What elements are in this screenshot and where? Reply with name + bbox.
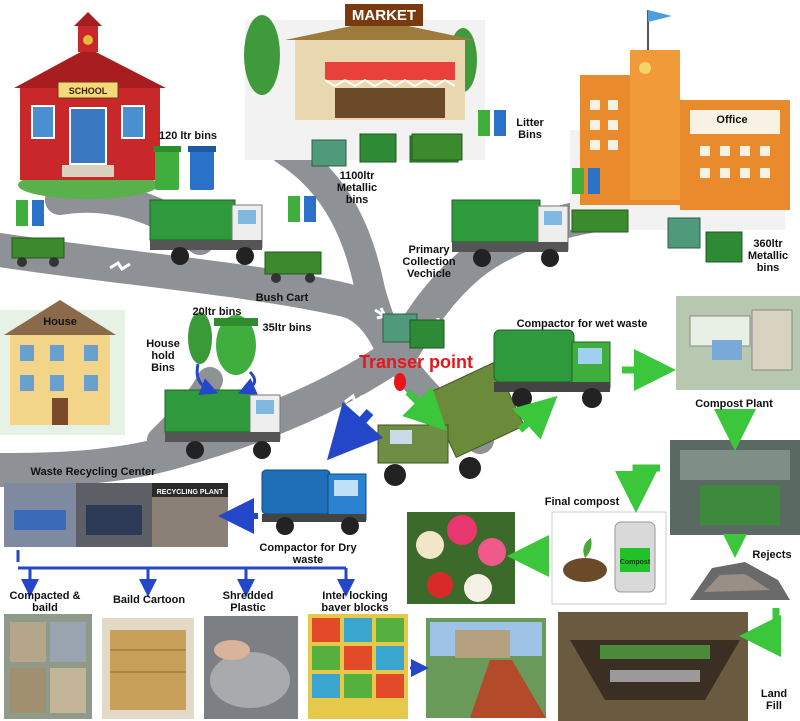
label-35ltr-bins: 35ltr bins	[262, 322, 312, 334]
label-office: Office	[716, 114, 748, 126]
green-arrow-to-wet-compactor	[512, 395, 558, 440]
label-compactor-dry-waste: Compactor for Dry waste	[259, 542, 357, 566]
baild-cartoon-image	[102, 618, 194, 719]
transfer-point-bins	[382, 313, 445, 349]
bush-cart-market	[411, 133, 463, 161]
label-waste-recycling-center: Waste Recycling Center	[30, 466, 156, 478]
label-shredded-plastic: Shredded Plastic	[222, 590, 274, 614]
primary-collection-vehicle-right	[451, 199, 569, 267]
litter-bins-office	[572, 168, 600, 194]
label-baild-cartoon: Baild Cartoon	[112, 594, 186, 606]
school-sign: SCHOOL	[69, 86, 108, 96]
label-bush-cart: Bush Cart	[255, 292, 309, 304]
compacted-bales-image	[4, 614, 92, 719]
label-20ltr-bins: 20ltr bins	[192, 306, 242, 318]
bush-cart-left	[11, 200, 65, 267]
label-primary-collection-vehicle: Primary Collection Vechicle	[402, 244, 456, 280]
bins-120ltr	[153, 146, 216, 190]
landfill-image	[558, 612, 748, 721]
label-1100ltr-metallic-bins: 1100ltr Metallic bins	[336, 170, 378, 206]
metallic-bins-360ltr	[667, 217, 743, 263]
recycling-center-images	[4, 483, 228, 547]
label-final-compost: Final compost	[544, 496, 620, 508]
road-arrow-icon	[109, 260, 131, 272]
label-inter-locking-baver-blocks: Inter locking baver blocks	[321, 590, 389, 614]
road-arrow-icon	[377, 211, 389, 231]
green-arrows	[402, 349, 781, 657]
compactor-dry-waste-truck	[261, 469, 367, 535]
bush-cart-office	[571, 209, 629, 233]
road-house	[0, 338, 412, 487]
household-bin-arrows	[195, 363, 258, 396]
paver-blocks-image	[308, 614, 408, 719]
bush-cart-center	[264, 196, 322, 283]
school-building	[14, 12, 166, 199]
green-arrow-to-landfill	[739, 608, 781, 657]
final-compost-image	[551, 511, 667, 605]
label-rejects: Rejects	[752, 549, 792, 561]
market-sign: MARKET	[352, 7, 416, 24]
label-house: House	[43, 316, 77, 328]
label-360ltr-metallic-bins: 360ltr Metallic bins	[747, 238, 789, 274]
blue-arrows	[16, 401, 429, 677]
label-compacted-baild: Compacted & baild	[9, 590, 81, 614]
compost-bag-label: Compost	[620, 559, 651, 566]
rejects-pile	[690, 562, 790, 600]
recycling-plant-sign: RECYCLING PLANT	[157, 489, 224, 496]
compactor-wet-waste-truck	[493, 329, 611, 408]
transfer-point-marker	[394, 373, 406, 391]
label-compost-plant: Compost Plant	[695, 398, 773, 410]
label-land-fill: Land Fill	[760, 688, 788, 712]
flowers-image	[407, 512, 515, 604]
label-120ltr-bins: 120 ltr bins	[158, 130, 218, 142]
blue-arrow-to-dry-compactor	[327, 401, 384, 461]
compost-plant-image	[676, 296, 800, 390]
primary-collection-vehicle-left	[149, 199, 263, 265]
green-arrow-to-tipper	[402, 386, 447, 431]
paved-driveway-image	[426, 618, 546, 718]
house-building	[0, 300, 125, 435]
shredded-plastic-image	[204, 616, 298, 719]
composting-facility-image	[670, 440, 800, 535]
label-litter-bins: Litter Bins	[516, 117, 544, 141]
label-transfer-point: Transer point	[358, 352, 474, 372]
litter-bins-market	[478, 110, 506, 136]
household-bins	[188, 312, 258, 375]
label-compactor-wet-waste: Compactor for wet waste	[516, 318, 648, 330]
green-arrow-to-final-compost	[615, 464, 660, 513]
primary-collection-vehicle-house	[164, 389, 281, 459]
market-building	[244, 4, 485, 160]
road-arrow-icon	[344, 393, 364, 405]
label-household-bins: House hold Bins	[146, 338, 180, 374]
